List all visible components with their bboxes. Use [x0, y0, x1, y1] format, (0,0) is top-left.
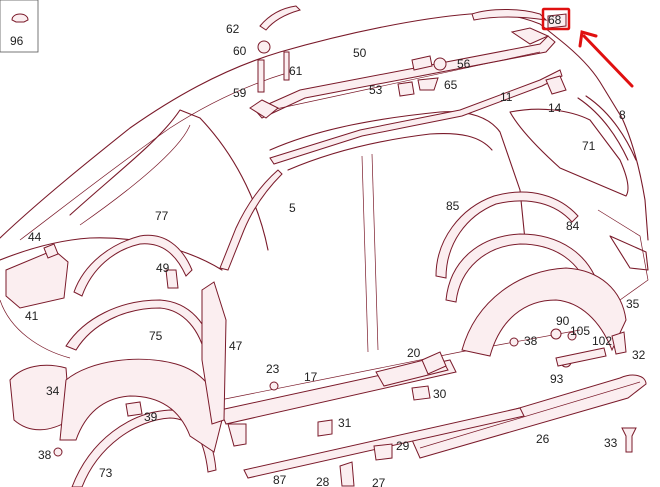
part-label: 56: [457, 57, 471, 71]
front-panel-41: [5, 249, 69, 309]
rear-rail: [269, 69, 567, 165]
part-label: 65: [444, 78, 458, 92]
part-label: 23: [266, 362, 280, 376]
part-label: 77: [155, 209, 169, 223]
part-label: 41: [25, 309, 39, 323]
front-inner-liner-34: [9, 358, 223, 453]
highlighted-part-label: 68: [548, 13, 562, 27]
roof-molding-top: [259, 5, 548, 31]
part-label: 105: [570, 324, 590, 338]
door-frame-molding: [219, 169, 283, 271]
part-label: 38: [38, 448, 52, 462]
side-support-20: [375, 351, 449, 387]
rear-inner-liner-35: [461, 267, 627, 357]
part-label: 26: [536, 432, 550, 446]
part-label: 11: [500, 90, 513, 104]
part-label: 32: [632, 348, 646, 362]
part-label: 59: [233, 86, 247, 100]
part-label: 39: [144, 410, 158, 424]
part-label: 27: [372, 476, 386, 487]
side-skirt-lower-87: [243, 407, 525, 479]
part-label: 17: [304, 370, 318, 384]
a-pillar-panel-47: [201, 281, 227, 425]
side-skirt-26: [411, 374, 647, 459]
part-label: 90: [556, 314, 570, 328]
highlighted-part-callout: 68: [541, 7, 634, 88]
part-label: 28: [316, 475, 330, 487]
part-label: 8: [619, 108, 626, 122]
part-label: 49: [156, 261, 170, 275]
car-body-outline: [0, 12, 649, 401]
part-label: 60: [233, 44, 247, 58]
part-label: 71: [582, 139, 596, 153]
rear-wheel-arch-85: [435, 191, 579, 279]
part-label: 102: [592, 334, 612, 348]
front-wheel-arch-75: [65, 299, 215, 359]
part-96-box: [0, 0, 39, 53]
part-label: 73: [99, 466, 113, 480]
part-label: 20: [407, 346, 421, 360]
highlight-box: [541, 7, 571, 31]
highlight-arrow-head: [578, 30, 598, 48]
roof-rail: [249, 27, 556, 119]
part-label: 29: [396, 439, 410, 453]
front-wheel-arch-73: [71, 409, 217, 487]
part-labels: 96 62 60 61 59 50 56 53 65 11 14 8 71 5 …: [0, 0, 646, 487]
part-label: 38: [524, 334, 538, 348]
part-label: 5: [289, 201, 296, 215]
part-label: 84: [566, 219, 580, 233]
front-wheel-arch-77: [73, 234, 193, 297]
part-label: 93: [550, 372, 564, 386]
part-label: 14: [548, 101, 562, 115]
part-label: 75: [149, 329, 163, 343]
part-label: 34: [46, 384, 60, 398]
part-label: 62: [226, 22, 240, 36]
highlight-arrow-shaft: [582, 34, 634, 88]
part-label: 96: [10, 34, 24, 48]
part-label: 31: [338, 416, 352, 430]
part-label: 50: [353, 46, 367, 60]
part-label: 53: [369, 83, 383, 97]
part-label: 47: [229, 339, 243, 353]
part-label: 61: [289, 64, 303, 78]
part-label: 35: [626, 297, 640, 311]
part-label: 30: [433, 387, 447, 401]
part-label: 85: [446, 199, 460, 213]
part-label: 44: [28, 230, 42, 244]
part-label: 33: [604, 436, 618, 450]
fasteners: [11, 13, 637, 487]
part-label: 87: [273, 473, 287, 487]
